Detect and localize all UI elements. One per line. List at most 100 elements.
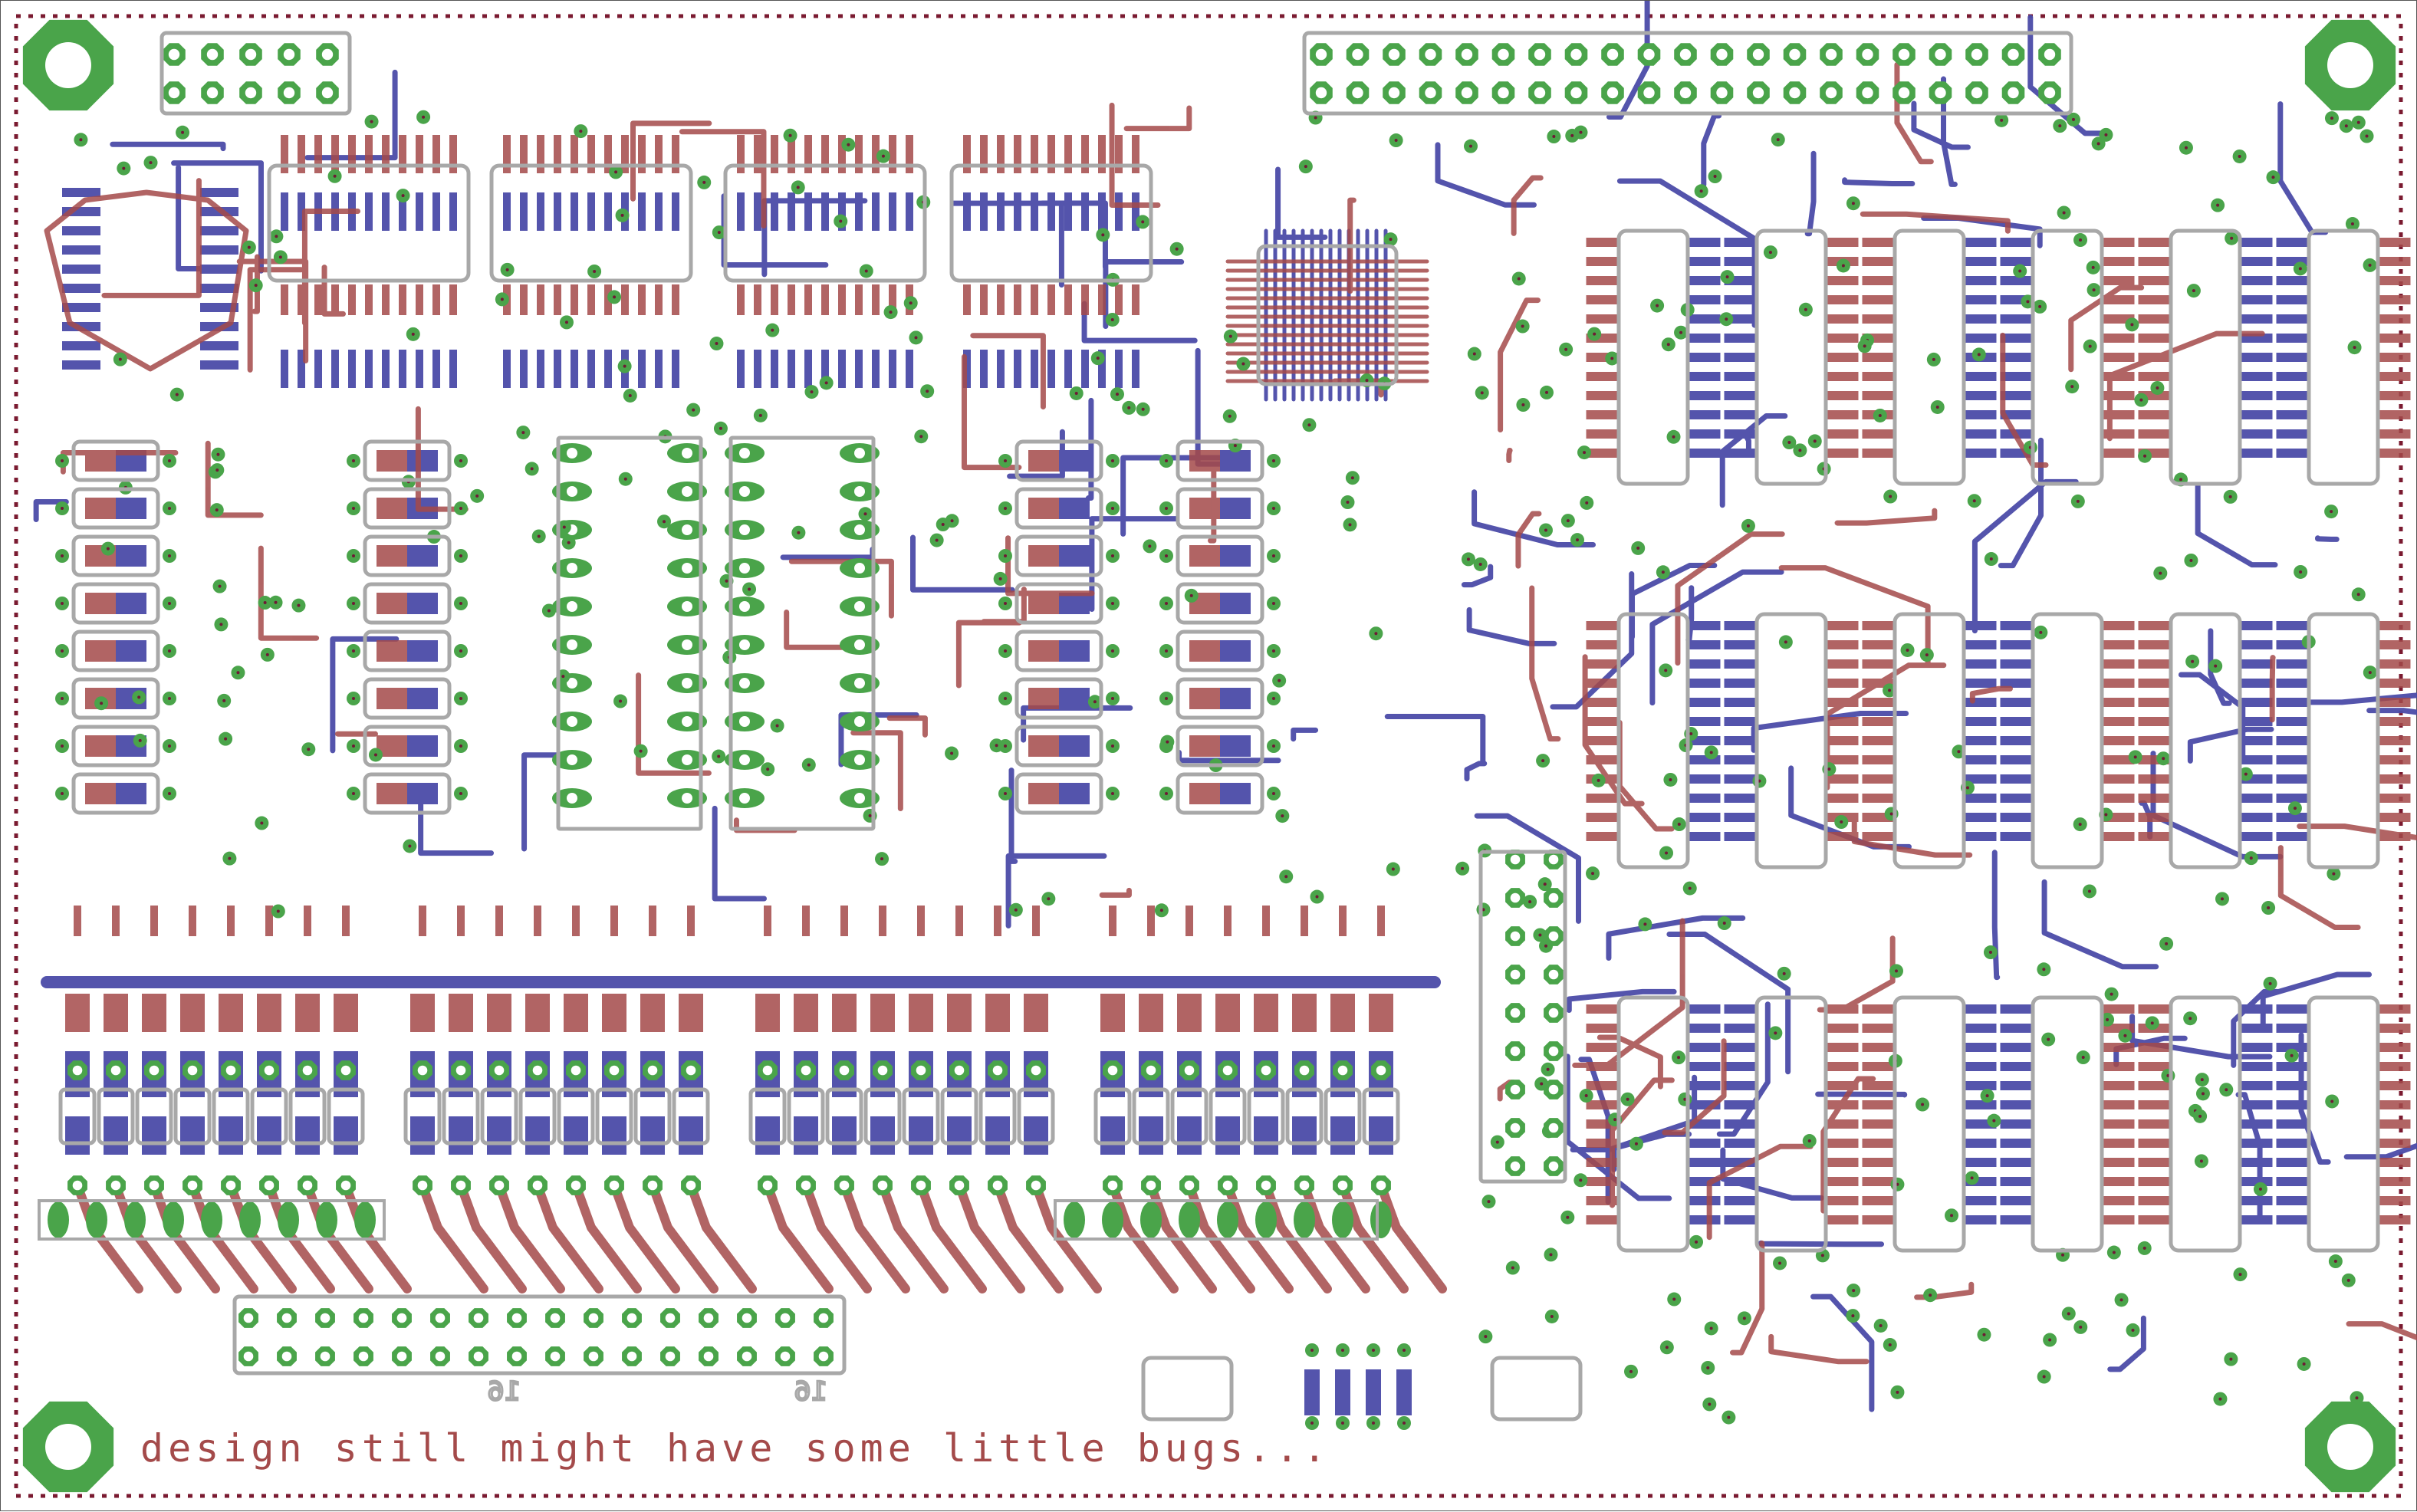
- smd-pad: [1686, 774, 1721, 784]
- trace: [1723, 1150, 1822, 1198]
- via-drill: [1111, 507, 1114, 510]
- dil-drill: [739, 563, 750, 574]
- smd-pad: [879, 906, 886, 936]
- smd-pad: [980, 192, 988, 231]
- smd-pad: [2001, 238, 2035, 247]
- smd-pad: [200, 245, 238, 255]
- smd-pad: [1059, 640, 1090, 662]
- pad-drill: [1549, 1008, 1559, 1018]
- smd-pad: [997, 284, 1005, 315]
- via-drill: [2225, 1088, 2228, 1091]
- via-drill: [402, 194, 405, 197]
- pad-drill: [1031, 1181, 1041, 1191]
- smd-pad: [788, 350, 795, 388]
- smd-pad: [2139, 1196, 2173, 1205]
- smd-pad: [2100, 1196, 2135, 1205]
- smd-pad: [1962, 1158, 1997, 1167]
- via-drill: [1346, 501, 1349, 504]
- smd-pad: [1292, 1116, 1317, 1155]
- smd-pad: [1962, 276, 1997, 285]
- via-drill: [1544, 883, 1547, 886]
- smd-pad: [1587, 449, 1621, 458]
- via-drill: [1851, 1314, 1854, 1317]
- smd-pad: [1962, 1024, 1997, 1033]
- smd-pad: [382, 350, 390, 388]
- via-drill: [1814, 439, 1817, 442]
- via-drill: [1165, 792, 1168, 795]
- via-drill: [2229, 495, 2232, 498]
- smd-pad: [1028, 783, 1059, 804]
- via-drill: [61, 554, 64, 557]
- smd-pad: [1366, 1392, 1381, 1415]
- smd-pad: [1047, 284, 1055, 315]
- via-drill: [718, 231, 721, 234]
- smd-pad: [2376, 276, 2411, 285]
- dil-drill: [567, 793, 577, 804]
- smd-pad: [2139, 1215, 2173, 1224]
- via-drill: [1165, 554, 1168, 557]
- via-drill: [1929, 1293, 1932, 1297]
- smd-pad: [1587, 794, 1621, 803]
- pad-drill: [1316, 87, 1327, 98]
- pad-drill: [1753, 49, 1764, 60]
- smd-pad: [1725, 1024, 1759, 1033]
- smd-pad: [754, 350, 761, 388]
- smd-pad: [1863, 698, 1897, 707]
- smd-pad: [342, 906, 350, 936]
- via-drill: [1372, 1422, 1375, 1425]
- smd-pad: [2100, 698, 2135, 707]
- via-drill: [1852, 1289, 1855, 1292]
- smd-pad: [1031, 350, 1038, 388]
- smd-pad: [62, 341, 100, 350]
- via-drill: [2271, 176, 2274, 179]
- smd-pad: [2376, 353, 2411, 362]
- smd-pad: [2100, 1158, 2135, 1167]
- smd-pad: [1824, 1043, 1859, 1052]
- via-drill: [1190, 594, 1193, 597]
- smd-pad: [1863, 832, 1897, 841]
- dil-drill: [854, 524, 865, 535]
- smd-pad: [1587, 679, 1621, 688]
- via-drill: [1723, 922, 1726, 925]
- pad-drill: [1511, 1123, 1521, 1133]
- smd-pad: [1962, 1062, 1997, 1071]
- via-drill: [538, 534, 541, 537]
- smd-pad: [2238, 353, 2273, 362]
- trace: [1532, 588, 1558, 739]
- via-drill: [1176, 248, 1179, 251]
- via-drill: [2132, 1329, 2135, 1332]
- via-drill: [1591, 872, 1594, 875]
- pad-drill: [1146, 1066, 1156, 1076]
- smd-pad: [1262, 906, 1270, 936]
- smd-pad: [62, 188, 100, 197]
- pad-drill: [610, 1066, 620, 1076]
- smd-pad: [487, 1116, 511, 1155]
- smd-pad: [1824, 429, 1859, 439]
- smd-pad: [407, 593, 438, 614]
- terminal-pad: [1217, 1201, 1238, 1238]
- smd-pad: [804, 350, 812, 388]
- smd-pad: [2001, 1100, 2035, 1109]
- via-drill: [926, 390, 929, 393]
- terminal-pad: [1140, 1201, 1162, 1238]
- smd-pad: [1962, 1196, 1997, 1205]
- smd-pad: [1189, 735, 1220, 757]
- pad-drill: [1534, 87, 1545, 98]
- trace: [1126, 108, 1189, 129]
- pad-drill: [2008, 49, 2018, 60]
- smd-pad: [85, 498, 116, 519]
- via-drill: [61, 649, 64, 652]
- pad-drill: [1549, 1085, 1559, 1095]
- via-drill: [1272, 459, 1275, 462]
- trace: [1761, 1243, 1881, 1244]
- smd-pad: [621, 284, 629, 315]
- pad-drill: [474, 1313, 484, 1323]
- via-drill: [1725, 317, 1728, 320]
- via-drill: [942, 523, 945, 526]
- via-drill: [219, 623, 222, 626]
- via-drill: [2185, 146, 2188, 150]
- smd-pad: [2238, 640, 2273, 649]
- smd-pad: [1824, 679, 1859, 688]
